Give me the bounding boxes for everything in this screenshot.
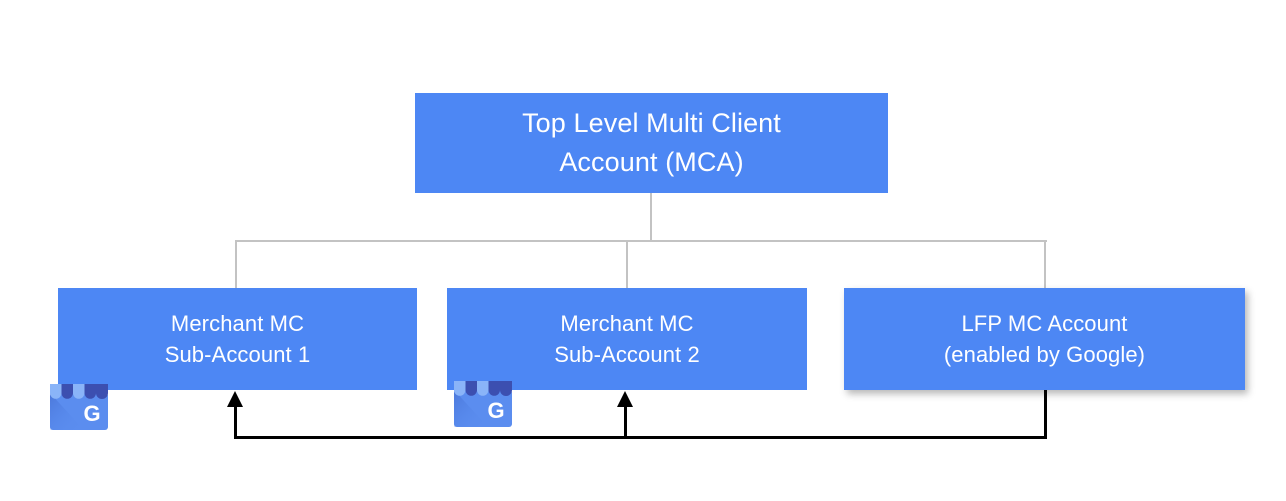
feedback-bus-line <box>234 436 1047 439</box>
feedback-riser-sub-account-2 <box>624 404 627 438</box>
node-merchant-mc-sub-account-2-line-2: Sub-Account 2 <box>554 342 700 367</box>
feedback-riser-lfp <box>1044 390 1047 439</box>
feedback-riser-sub-account-1 <box>234 404 237 438</box>
node-lfp-mc-account[interactable]: LFP MC Account (enabled by Google) <box>844 288 1245 390</box>
gmb-icon-letter: G <box>83 401 100 426</box>
node-lfp-mc-account-line-2: (enabled by Google) <box>943 342 1146 367</box>
node-merchant-mc-sub-account-2-line-1: Merchant MC <box>560 311 694 336</box>
connector-drop-sub-account-1 <box>235 240 237 288</box>
node-top-level-mca[interactable]: Top Level Multi Client Account (MCA) <box>415 93 888 193</box>
node-top-level-mca-line-1: Top Level Multi Client <box>522 108 781 138</box>
google-my-business-icon: G <box>448 363 518 429</box>
connector-horizontal-bus <box>236 240 1047 242</box>
gmb-icon-letter: G <box>487 398 504 423</box>
google-my-business-icon: G <box>44 366 114 432</box>
feedback-arrowhead-sub-account-2 <box>617 391 633 407</box>
connector-drop-lfp-account <box>1044 240 1046 288</box>
node-merchant-mc-sub-account-1-line-2: Sub-Account 1 <box>164 342 311 367</box>
node-top-level-mca-line-2: Account (MCA) <box>559 147 744 177</box>
node-merchant-mc-sub-account-2[interactable]: Merchant MC Sub-Account 2 <box>447 288 807 390</box>
node-merchant-mc-sub-account-1-line-1: Merchant MC <box>170 311 305 336</box>
node-merchant-mc-sub-account-1[interactable]: Merchant MC Sub-Account 1 <box>58 288 417 390</box>
connector-drop-sub-account-2 <box>626 240 628 288</box>
node-lfp-mc-account-line-1: LFP MC Account <box>961 311 1128 336</box>
feedback-arrowhead-sub-account-1 <box>227 391 243 407</box>
connector-mca-stem <box>650 193 652 241</box>
